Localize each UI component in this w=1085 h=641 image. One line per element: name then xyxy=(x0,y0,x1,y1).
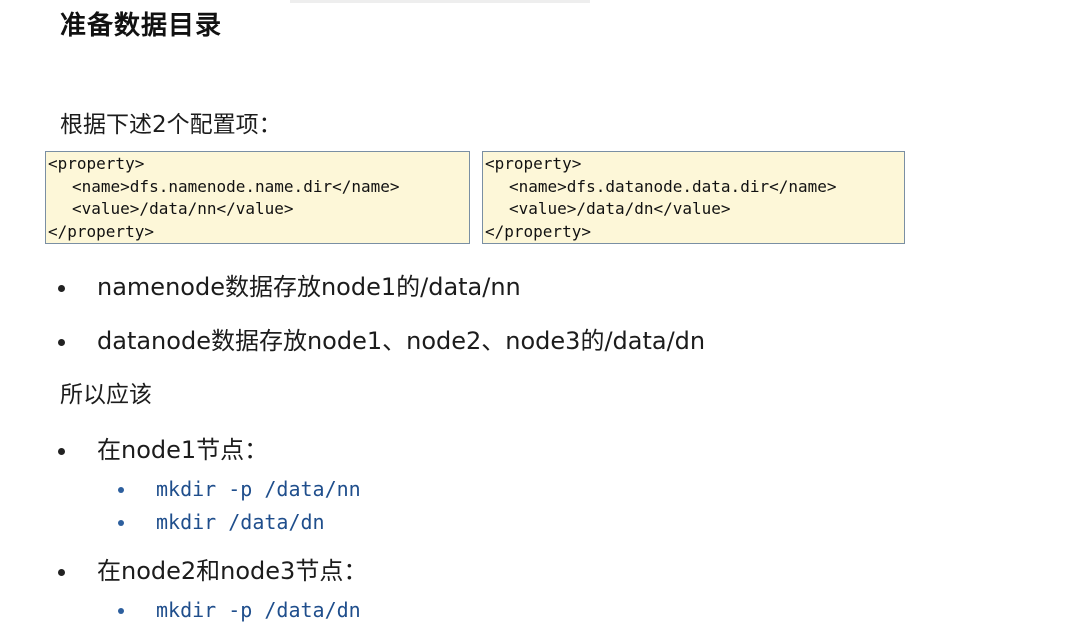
code-line: </property> xyxy=(485,221,591,241)
bullet-namenode: namenode数据存放node1的/data/nn xyxy=(58,270,521,304)
bullet-node23: 在node2和node3节点： xyxy=(58,554,367,588)
bullet-dot-icon xyxy=(58,284,65,292)
intro-text: 根据下述2个配置项： xyxy=(60,112,282,138)
code-line: <value>/data/nn</value> xyxy=(72,199,294,218)
command-item: mkdir -p /data/dn xyxy=(118,595,361,625)
command-item: mkdir -p /data/nn xyxy=(118,474,361,504)
bullet-text: 在node1节点： xyxy=(97,436,269,464)
sub-bullet-dot-icon xyxy=(118,520,124,526)
bullet-text: 在node2和node3节点： xyxy=(97,557,368,585)
command-text: mkdir -p /data/nn xyxy=(156,477,361,501)
config-code-namenode: <property> <name>dfs.namenode.name.dir</n… xyxy=(45,151,470,244)
code-line: </property> xyxy=(48,221,154,241)
code-line: <value>/data/dn</value> xyxy=(509,199,731,218)
bullet-text: datanode数据存放node1、node2、node3的/data/dn xyxy=(97,327,706,355)
code-line: <name>dfs.datanode.data.dir</name> xyxy=(509,176,837,196)
top-divider xyxy=(290,0,590,3)
bullet-datanode: datanode数据存放node1、node2、node3的/data/dn xyxy=(58,324,705,358)
bullet-dot-icon xyxy=(58,338,65,346)
bullet-dot-icon xyxy=(58,447,65,455)
command-text: mkdir -p /data/dn xyxy=(156,598,361,622)
sub-bullet-dot-icon xyxy=(118,608,124,614)
code-line: <property> xyxy=(48,154,145,173)
sub-bullet-dot-icon xyxy=(118,487,124,493)
page-title: 准备数据目录 xyxy=(60,11,223,41)
code-line: <property> xyxy=(485,154,582,173)
command-item: mkdir /data/dn xyxy=(118,507,325,537)
bullet-node1: 在node1节点： xyxy=(58,433,268,467)
bullet-dot-icon xyxy=(58,568,65,576)
bullet-text: namenode数据存放node1的/data/nn xyxy=(97,273,521,301)
config-code-datanode: <property> <name>dfs.datanode.data.dir</n… xyxy=(482,151,905,244)
code-line: <name>dfs.namenode.name.dir</name> xyxy=(72,176,400,196)
command-text: mkdir /data/dn xyxy=(156,510,325,534)
so-should-text: 所以应该 xyxy=(60,382,152,408)
